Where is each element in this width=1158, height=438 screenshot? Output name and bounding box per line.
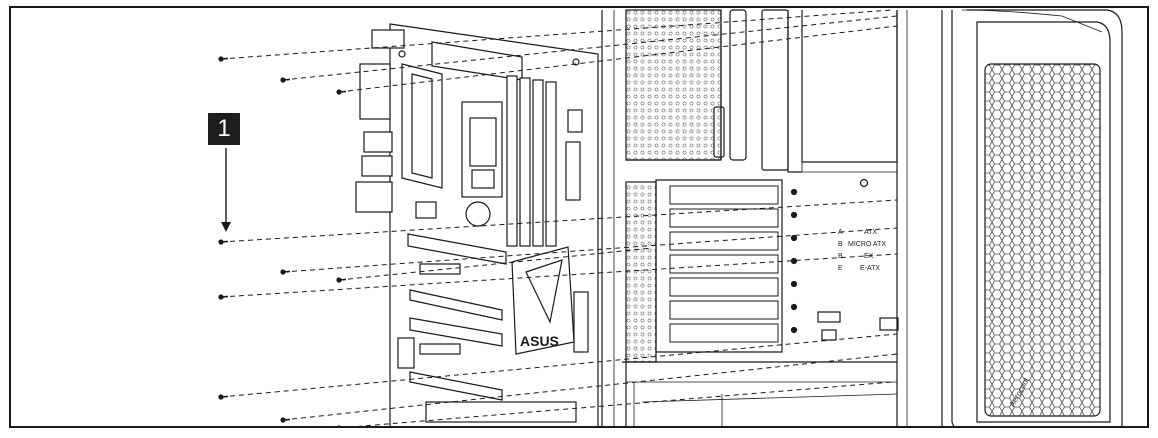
screw-icon xyxy=(218,56,229,62)
slot-cover xyxy=(669,300,779,320)
guide-line xyxy=(338,247,653,281)
diagram-canvas: A B B E ATX MICRO ATX EX E-ATX Aerocool xyxy=(218,9,1123,426)
slot-cover xyxy=(669,231,779,251)
slot-cover xyxy=(669,277,779,297)
screw-icon xyxy=(218,394,229,400)
slot-cover xyxy=(669,323,779,343)
form-factor-marker: B xyxy=(838,253,843,260)
form-factor-micro-atx: MICRO ATX xyxy=(848,241,886,248)
cpu-socket xyxy=(461,101,503,198)
slot-screw-icon xyxy=(790,303,798,311)
slot-cover xyxy=(669,208,779,228)
slot-screw-icon xyxy=(790,211,798,219)
slot-screw-icon xyxy=(790,234,798,242)
form-factor-atx: ATX xyxy=(864,229,877,236)
screw-icon xyxy=(280,77,291,83)
rear-fan-mesh xyxy=(625,9,722,161)
slot-screw-icon xyxy=(790,326,798,334)
pc-case xyxy=(601,9,1123,426)
screw-icon xyxy=(280,269,291,275)
guide-line xyxy=(357,381,893,426)
diagram-frame: A B B E ATX MICRO ATX EX E-ATX Aerocool xyxy=(9,6,1149,428)
slot-screw-icon xyxy=(790,188,798,196)
slot-cover xyxy=(669,254,779,274)
guide-line xyxy=(220,9,893,60)
down-arrow-icon xyxy=(221,148,231,232)
form-factor-legend: A B B E ATX MICRO ATX EX E-ATX xyxy=(838,229,886,272)
guide-line xyxy=(282,353,898,421)
slot-screw-icon xyxy=(790,280,798,288)
screw-icon xyxy=(336,277,347,283)
form-factor-marker: B xyxy=(838,241,843,248)
guide-line xyxy=(220,253,898,298)
vrm-heatsink xyxy=(401,41,523,189)
screw-icon xyxy=(336,89,347,95)
step-number-badge: 1 xyxy=(208,113,240,145)
screws xyxy=(218,56,347,426)
screw-icon xyxy=(218,239,229,245)
screw-guide-lines xyxy=(220,9,898,426)
pcie-slots xyxy=(407,233,507,401)
screw-icon xyxy=(337,425,341,426)
slot-cover xyxy=(669,185,779,205)
form-factor-ex: EX xyxy=(864,253,874,260)
slot-screw-icon xyxy=(790,257,798,265)
rear-io-panel xyxy=(355,29,405,213)
form-factor-e-atx: E-ATX xyxy=(860,265,880,272)
screw-icon xyxy=(280,417,291,423)
front-mesh xyxy=(984,63,1101,417)
guide-line xyxy=(338,25,898,93)
form-factor-marker: E xyxy=(838,265,843,272)
cmos-battery xyxy=(465,201,491,227)
lower-rear-mesh xyxy=(625,181,657,363)
atx-power-connector xyxy=(565,141,581,201)
guide-line xyxy=(282,227,898,273)
motherboard-brand: ASUS xyxy=(520,333,559,349)
ram-slots xyxy=(506,75,557,247)
expansion-slot-covers xyxy=(669,185,798,343)
screw-icon xyxy=(218,294,229,300)
guide-line xyxy=(220,199,898,243)
guide-line xyxy=(282,15,898,81)
